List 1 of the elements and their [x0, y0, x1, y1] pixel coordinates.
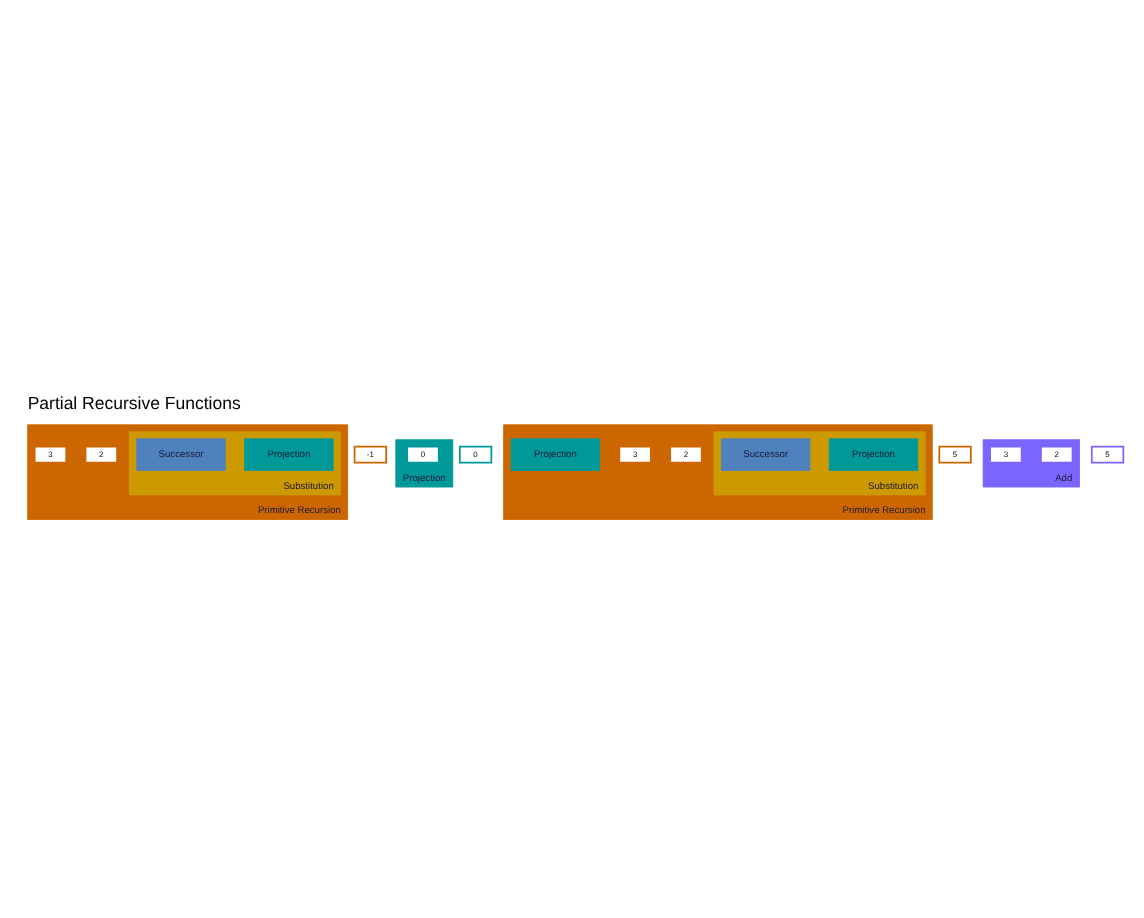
diagram-title: Partial Recursive Functions: [27, 393, 241, 414]
